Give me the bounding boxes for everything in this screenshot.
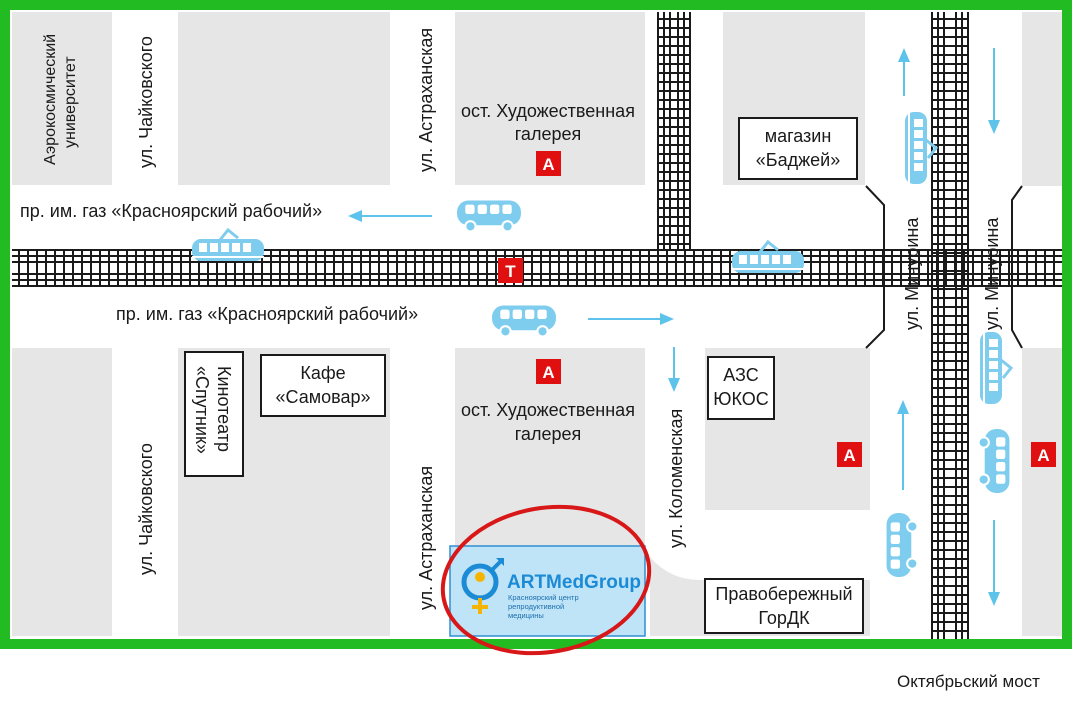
bus-stop-marker: А bbox=[1031, 442, 1056, 467]
tram-tracks-michurina bbox=[931, 12, 969, 640]
clinic-tagline-line3: медицины bbox=[508, 611, 544, 620]
stop-label-top-line2: галерея bbox=[515, 124, 581, 144]
poi-gordk-line1: Правобережный bbox=[715, 584, 852, 604]
street-label-michurina-left: ул. Мичурина bbox=[902, 217, 922, 330]
poi-gordk-line2: ГорДК bbox=[758, 608, 810, 628]
bus-stop-letter: А bbox=[542, 363, 554, 382]
bus-stop-marker: А bbox=[536, 359, 561, 384]
poi-azs-line2: ЮКОС bbox=[713, 389, 768, 409]
street-label-kolomenskaya: ул. Коломенская bbox=[666, 409, 686, 548]
bridge-label: Октябрьский мост bbox=[897, 672, 1040, 691]
bus-stop-marker: А bbox=[837, 442, 862, 467]
block bbox=[12, 12, 112, 185]
bus-stop-marker: А bbox=[536, 151, 561, 176]
arrow-icon bbox=[898, 48, 910, 96]
poi-aerospace-line1: Аэрокосмический bbox=[42, 34, 59, 165]
poi-samovar-cafe: Кафе «Самовар» bbox=[260, 354, 386, 417]
stop-label-top-line1: ост. Художественная bbox=[461, 101, 635, 121]
tram-stop-letter: Т bbox=[505, 262, 516, 281]
arrow-icon bbox=[988, 520, 1000, 606]
street-label-avenue-bottom: пр. им. газ «Красноярский рабочий» bbox=[116, 304, 418, 324]
arrow-icon bbox=[668, 347, 680, 392]
poi-azs-line1: АЗС bbox=[723, 365, 758, 385]
street-label-chaikovskogo-bottom: ул. Чайковского bbox=[136, 443, 156, 575]
block bbox=[1022, 348, 1062, 636]
stop-label-bottom-line1: ост. Художественная bbox=[461, 400, 635, 420]
street-label-astrakhanskaya-bottom: ул. Астраханская bbox=[416, 466, 436, 610]
tram-stop-marker: Т bbox=[498, 258, 523, 283]
poi-samovar-line1: Кафе bbox=[300, 363, 345, 383]
poi-badzhey-line1: магазин bbox=[765, 126, 832, 146]
clinic-tagline-line2: репродуктивной bbox=[508, 602, 564, 611]
poi-aerospace-line2: университет bbox=[62, 56, 79, 148]
bus-stop-letter: А bbox=[542, 155, 554, 174]
clinic-logo-panel: ARTMedGroup Красноярский центр репродукт… bbox=[449, 545, 646, 637]
arrow-icon bbox=[988, 48, 1000, 134]
poi-badzhey-line2: «Баджей» bbox=[756, 150, 840, 170]
block bbox=[1022, 12, 1062, 186]
poi-azs-yukos: АЗС ЮКОС bbox=[707, 356, 775, 420]
map-frame bbox=[0, 0, 1072, 649]
poi-sputnik-line2: «Спутник» bbox=[192, 366, 212, 454]
destination-highlight-ring bbox=[440, 504, 652, 656]
poi-sputnik-line1: Кинотеатр bbox=[214, 366, 234, 452]
clinic-brand-name: ARTMedGroup bbox=[507, 572, 641, 593]
poi-samovar-line2: «Самовар» bbox=[275, 387, 370, 407]
clinic-tagline-line1: Красноярский центр bbox=[508, 593, 579, 602]
bus-stop-letter: А bbox=[1037, 446, 1049, 465]
poi-gordk: Правобережный ГорДК bbox=[704, 578, 864, 634]
arrow-icon bbox=[897, 400, 909, 490]
street-label-astrakhanskaya-top: ул. Астраханская bbox=[416, 28, 436, 172]
tram-tracks-vertical bbox=[657, 12, 691, 250]
street-label-avenue-top: пр. им. газ «Красноярский рабочий» bbox=[20, 201, 322, 221]
logo-symbol-icon bbox=[461, 558, 504, 614]
stop-label-bottom-line2: галерея bbox=[515, 424, 581, 444]
block bbox=[12, 348, 112, 636]
poi-sputnik-cinema: Кинотеатр «Спутник» bbox=[184, 351, 244, 477]
tram-tracks-horizontal bbox=[12, 249, 1062, 287]
block bbox=[178, 12, 390, 185]
arrow-icon bbox=[348, 210, 432, 222]
bus-stop-letter: А bbox=[843, 446, 855, 465]
arrow-icon bbox=[588, 313, 674, 325]
poi-badzhey-store: магазин «Баджей» bbox=[738, 117, 858, 180]
street-label-michurina-right: ул. Мичурина bbox=[982, 217, 1002, 330]
street-label-chaikovskogo-top: ул. Чайковского bbox=[136, 36, 156, 168]
